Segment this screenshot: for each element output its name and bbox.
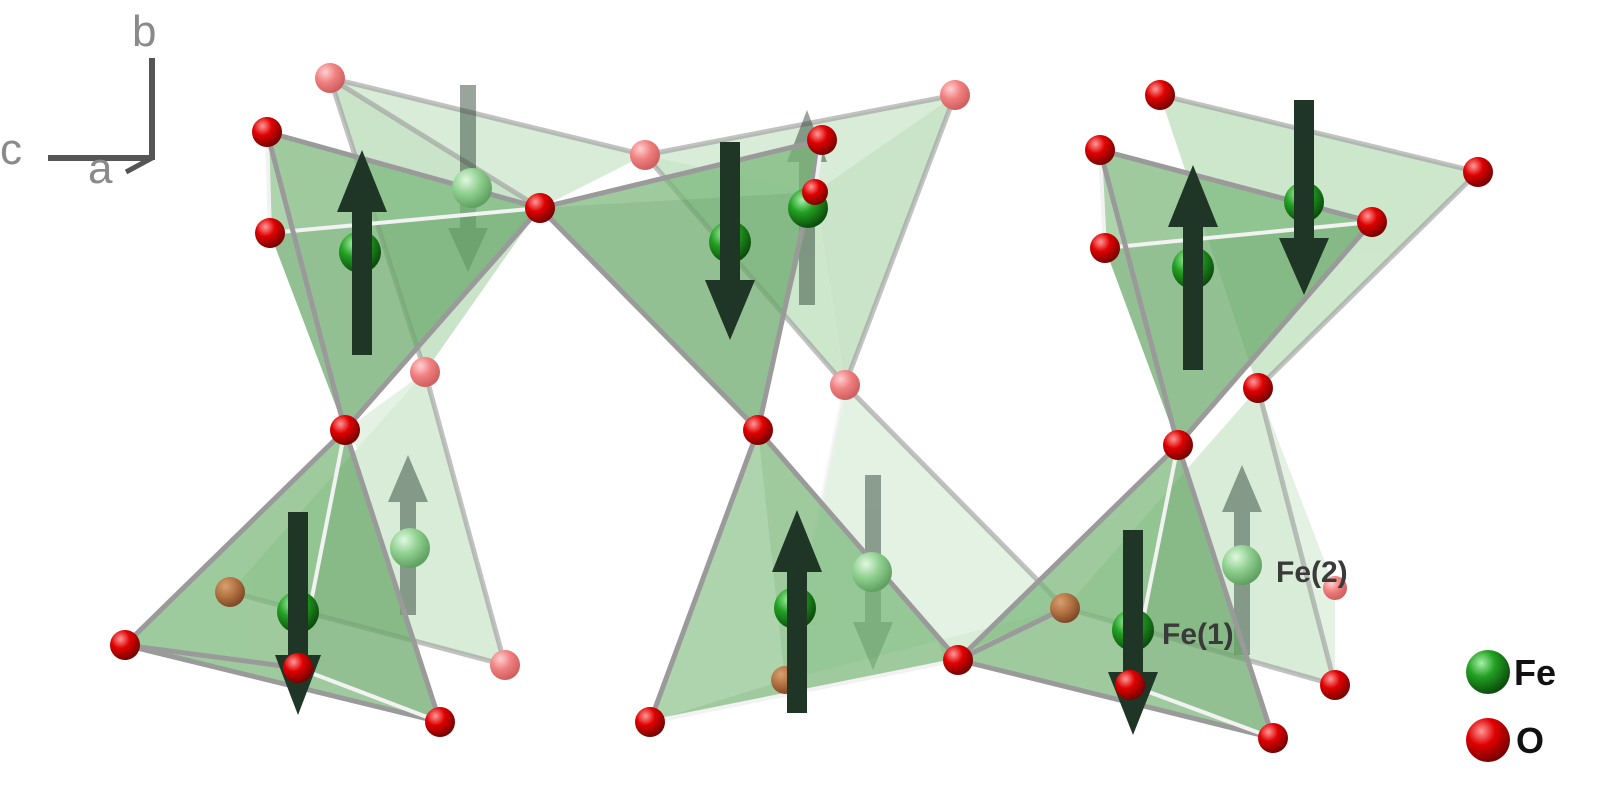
oxygen-atom (940, 80, 970, 110)
oxygen-atom (315, 63, 345, 93)
fe2-site-label: Fe(2) (1276, 556, 1348, 589)
oxygen-atom (1085, 135, 1115, 165)
oxygen-atom (1090, 233, 1120, 263)
oxygen-atom (1115, 670, 1145, 700)
tetrahedron-face (540, 192, 815, 430)
oxygen-atom (1258, 723, 1288, 753)
oxygen-atom (330, 415, 360, 445)
oxygen-atom (1323, 576, 1347, 600)
legend-o-swatch (1466, 718, 1510, 762)
oxygen-atom (110, 630, 140, 660)
oxygen-atom (802, 179, 828, 205)
legend-fe-label: Fe (1514, 652, 1556, 693)
oxygen-atom (1145, 80, 1175, 110)
iron-atom (452, 168, 492, 208)
oxygen-atom (743, 415, 773, 445)
tetrahedron-face (1130, 445, 1273, 738)
oxygen-atom (943, 645, 973, 675)
tetrahedron-face (650, 430, 785, 722)
oxygen-atom (1463, 157, 1493, 187)
legend-o-label: O (1516, 720, 1544, 761)
legend-fe-swatch (1466, 650, 1510, 694)
legend: Fe O (1466, 650, 1556, 762)
oxygen-atom (635, 707, 665, 737)
oxygen-atom (215, 577, 245, 607)
tetrahedron-face (330, 78, 645, 208)
axis-triad: b c a (0, 7, 156, 193)
oxygen-atom (830, 370, 860, 400)
a-axis-line (124, 155, 154, 175)
oxygen-atom (807, 125, 837, 155)
tetrahedron-face (270, 208, 540, 430)
spin-arrow-up (337, 150, 387, 355)
spin-arrow-up (1168, 165, 1218, 370)
oxygen-atom (630, 140, 660, 170)
tetrahedron-face (298, 430, 440, 722)
tetrahedron-face (815, 95, 955, 385)
oxygen-atom (425, 707, 455, 737)
oxygen-atom (1357, 207, 1387, 237)
fe1-site-label: Fe(1) (1162, 618, 1234, 651)
iron-atom (852, 552, 892, 592)
oxygen-atom (525, 193, 555, 223)
spin-arrow-down (705, 142, 755, 340)
a-axis-label: a (88, 144, 113, 193)
spin-arrow-down (1279, 100, 1329, 295)
oxygen-atom (1243, 373, 1273, 403)
c-axis-label: c (0, 125, 22, 174)
oxygen-atom (283, 653, 313, 683)
oxygen-atom (410, 357, 440, 387)
oxygen-atom (490, 650, 520, 680)
oxygen-atom (1050, 593, 1080, 623)
front-o-atoms (110, 80, 1493, 753)
iron-atom (1222, 545, 1262, 585)
oxygen-atom (255, 218, 285, 248)
spin-arrow-up (772, 510, 822, 713)
oxygen-atom (1163, 430, 1193, 460)
b-axis-label: b (132, 7, 156, 56)
oxygen-atom (252, 117, 282, 147)
oxygen-atom (1320, 670, 1350, 700)
iron-atom (390, 528, 430, 568)
